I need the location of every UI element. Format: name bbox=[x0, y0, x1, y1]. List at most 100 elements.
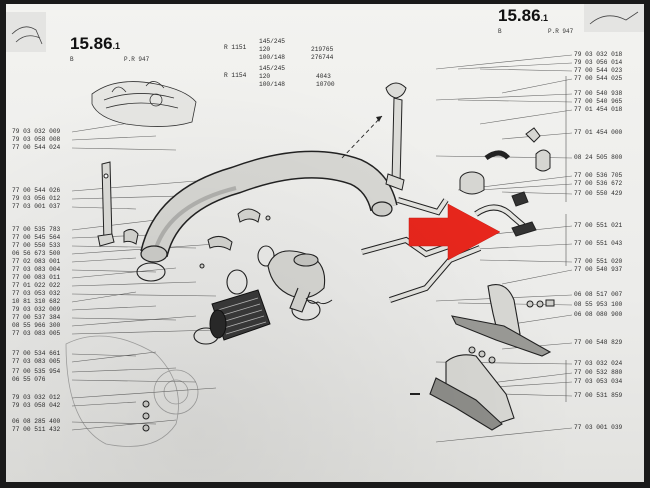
leader-line bbox=[501, 269, 573, 285]
right-part-ref: 77 01 454 000 bbox=[574, 129, 623, 136]
leader-line bbox=[479, 259, 573, 263]
right-part-ref: 77 01 454 018 bbox=[574, 106, 623, 113]
leader-line bbox=[71, 419, 177, 431]
leader-line bbox=[71, 291, 137, 303]
leader-line bbox=[71, 267, 177, 279]
left-part-ref: 77 03 083 004 bbox=[12, 266, 61, 273]
leader-line bbox=[71, 281, 197, 287]
corner-thumbnail-left bbox=[6, 12, 46, 52]
assembly-dashed-line bbox=[341, 115, 383, 159]
leader-line bbox=[71, 317, 177, 321]
left-page-sub-b: B bbox=[70, 56, 74, 63]
leader-line bbox=[71, 257, 137, 263]
right-part-ref: 77 00 536 672 bbox=[574, 180, 623, 187]
right-part-ref: 77 00 540 938 bbox=[574, 90, 623, 97]
right-part-ref: 77 00 544 025 bbox=[574, 75, 623, 82]
applicability-r1154-line: 120 bbox=[259, 73, 271, 80]
air-filter-elbow bbox=[267, 250, 326, 313]
right-part-ref: 06 08 080 900 bbox=[574, 311, 623, 318]
left-part-ref: 77 00 537 384 bbox=[12, 314, 61, 321]
left-part-ref: 79 03 056 012 bbox=[12, 195, 61, 202]
corrugated-hose bbox=[209, 289, 271, 341]
right-page-number: 15.86.1 bbox=[498, 6, 549, 25]
leader-line bbox=[71, 329, 217, 335]
leader-line bbox=[435, 427, 573, 443]
applicability-r1154-model: R 1154 bbox=[224, 72, 247, 79]
left-part-ref: 77 00 550 533 bbox=[12, 242, 61, 249]
left-part-ref: 77 00 544 024 bbox=[12, 144, 61, 151]
left-part-ref: 77 03 083 005 bbox=[12, 330, 61, 337]
leader-line bbox=[71, 351, 157, 363]
right-part-ref: 77 00 548 829 bbox=[574, 339, 623, 346]
left-part-ref: 77 00 535 783 bbox=[12, 226, 61, 233]
exploded-parts-diagram bbox=[6, 4, 644, 447]
leader-line bbox=[501, 78, 573, 94]
right-part-ref: 79 03 032 018 bbox=[574, 51, 623, 58]
leader-line bbox=[435, 93, 573, 101]
support-bracket-left bbox=[97, 161, 115, 247]
right-part-ref: 77 03 001 039 bbox=[574, 424, 623, 431]
left-part-ref: 77 00 545 564 bbox=[12, 234, 61, 241]
leader-line bbox=[71, 305, 157, 311]
air-scoop-lower bbox=[429, 354, 515, 431]
leader-line bbox=[71, 293, 217, 297]
applicability-r1154-line: 145/245 bbox=[259, 65, 285, 72]
bolts-washers bbox=[142, 299, 555, 432]
leader-line bbox=[457, 62, 573, 70]
right-part-ref: 77 00 550 429 bbox=[574, 190, 623, 197]
spring-clip bbox=[305, 297, 333, 305]
corner-thumbnail-right bbox=[584, 4, 644, 32]
left-part-ref: 77 03 053 032 bbox=[12, 290, 61, 297]
left-part-ref: 77 00 534 661 bbox=[12, 350, 61, 357]
leader-line bbox=[71, 135, 157, 141]
left-part-ref: 79 03 032 012 bbox=[12, 394, 61, 401]
applicability-r1151-line: 120 bbox=[259, 46, 271, 53]
highlight-arrow bbox=[408, 203, 501, 261]
left-part-ref: 08 55 966 300 bbox=[12, 322, 61, 329]
engine-sketch bbox=[91, 81, 197, 127]
left-part-ref: 79 03 058 008 bbox=[12, 136, 61, 143]
leader-line bbox=[71, 315, 197, 327]
leader-line bbox=[71, 245, 197, 249]
right-page-sub-b: B bbox=[498, 28, 502, 35]
left-part-ref: 77 02 083 001 bbox=[12, 258, 61, 265]
right-part-ref: 77 03 032 024 bbox=[574, 360, 623, 367]
applicability-r1151-line: 100/148 bbox=[259, 54, 285, 61]
left-part-ref: 77 00 083 011 bbox=[12, 274, 61, 281]
leader-line bbox=[71, 219, 157, 231]
applicability-r1154-ref: 4043 bbox=[316, 73, 331, 80]
engine-block-faint bbox=[65, 335, 199, 447]
leader-line bbox=[479, 109, 573, 125]
leader-line bbox=[71, 147, 177, 151]
applicability-r1151-line: 145/245 bbox=[259, 38, 285, 45]
left-part-ref: 06 55 076 bbox=[12, 376, 46, 383]
right-part-ref: 77 00 531 859 bbox=[574, 392, 623, 399]
left-part-ref: 77 00 535 954 bbox=[12, 368, 61, 375]
air-intake-duct bbox=[140, 150, 398, 263]
leader-line bbox=[71, 269, 157, 273]
leader-line bbox=[71, 379, 197, 383]
left-part-ref: 77 03 001 037 bbox=[12, 203, 61, 210]
left-part-ref: 77 01 022 022 bbox=[12, 282, 61, 289]
left-part-ref: 79 03 058 042 bbox=[12, 402, 61, 409]
leader-line bbox=[71, 180, 197, 192]
left-part-ref: 77 03 083 005 bbox=[12, 358, 61, 365]
leader-line bbox=[71, 367, 177, 373]
applicability-r1154-ref: 10700 bbox=[316, 81, 335, 88]
leader-line bbox=[479, 183, 573, 191]
right-part-ref: 08 24 505 800 bbox=[574, 154, 623, 161]
parts-catalog-page: 15.86.1 B P.R 947 15.86.1 B P.R 947 R 11… bbox=[6, 4, 644, 482]
right-page-sub-pr: P.R 947 bbox=[548, 28, 574, 35]
left-part-ref: 06 08 285 400 bbox=[12, 418, 61, 425]
leader-line bbox=[71, 387, 217, 399]
leader-line bbox=[435, 54, 573, 70]
right-part-ref: 77 00 532 880 bbox=[574, 369, 623, 376]
right-part-ref: 77 00 544 023 bbox=[574, 67, 623, 74]
applicability-r1154-line: 100/148 bbox=[259, 81, 285, 88]
leader-line bbox=[479, 68, 573, 72]
left-part-ref: 79 03 032 009 bbox=[12, 128, 61, 135]
left-part-ref: 77 00 544 026 bbox=[12, 187, 61, 194]
right-part-ref: 77 00 551 020 bbox=[574, 258, 623, 265]
right-part-ref: 79 03 056 014 bbox=[574, 59, 623, 66]
thermostatic-valve bbox=[459, 127, 551, 237]
